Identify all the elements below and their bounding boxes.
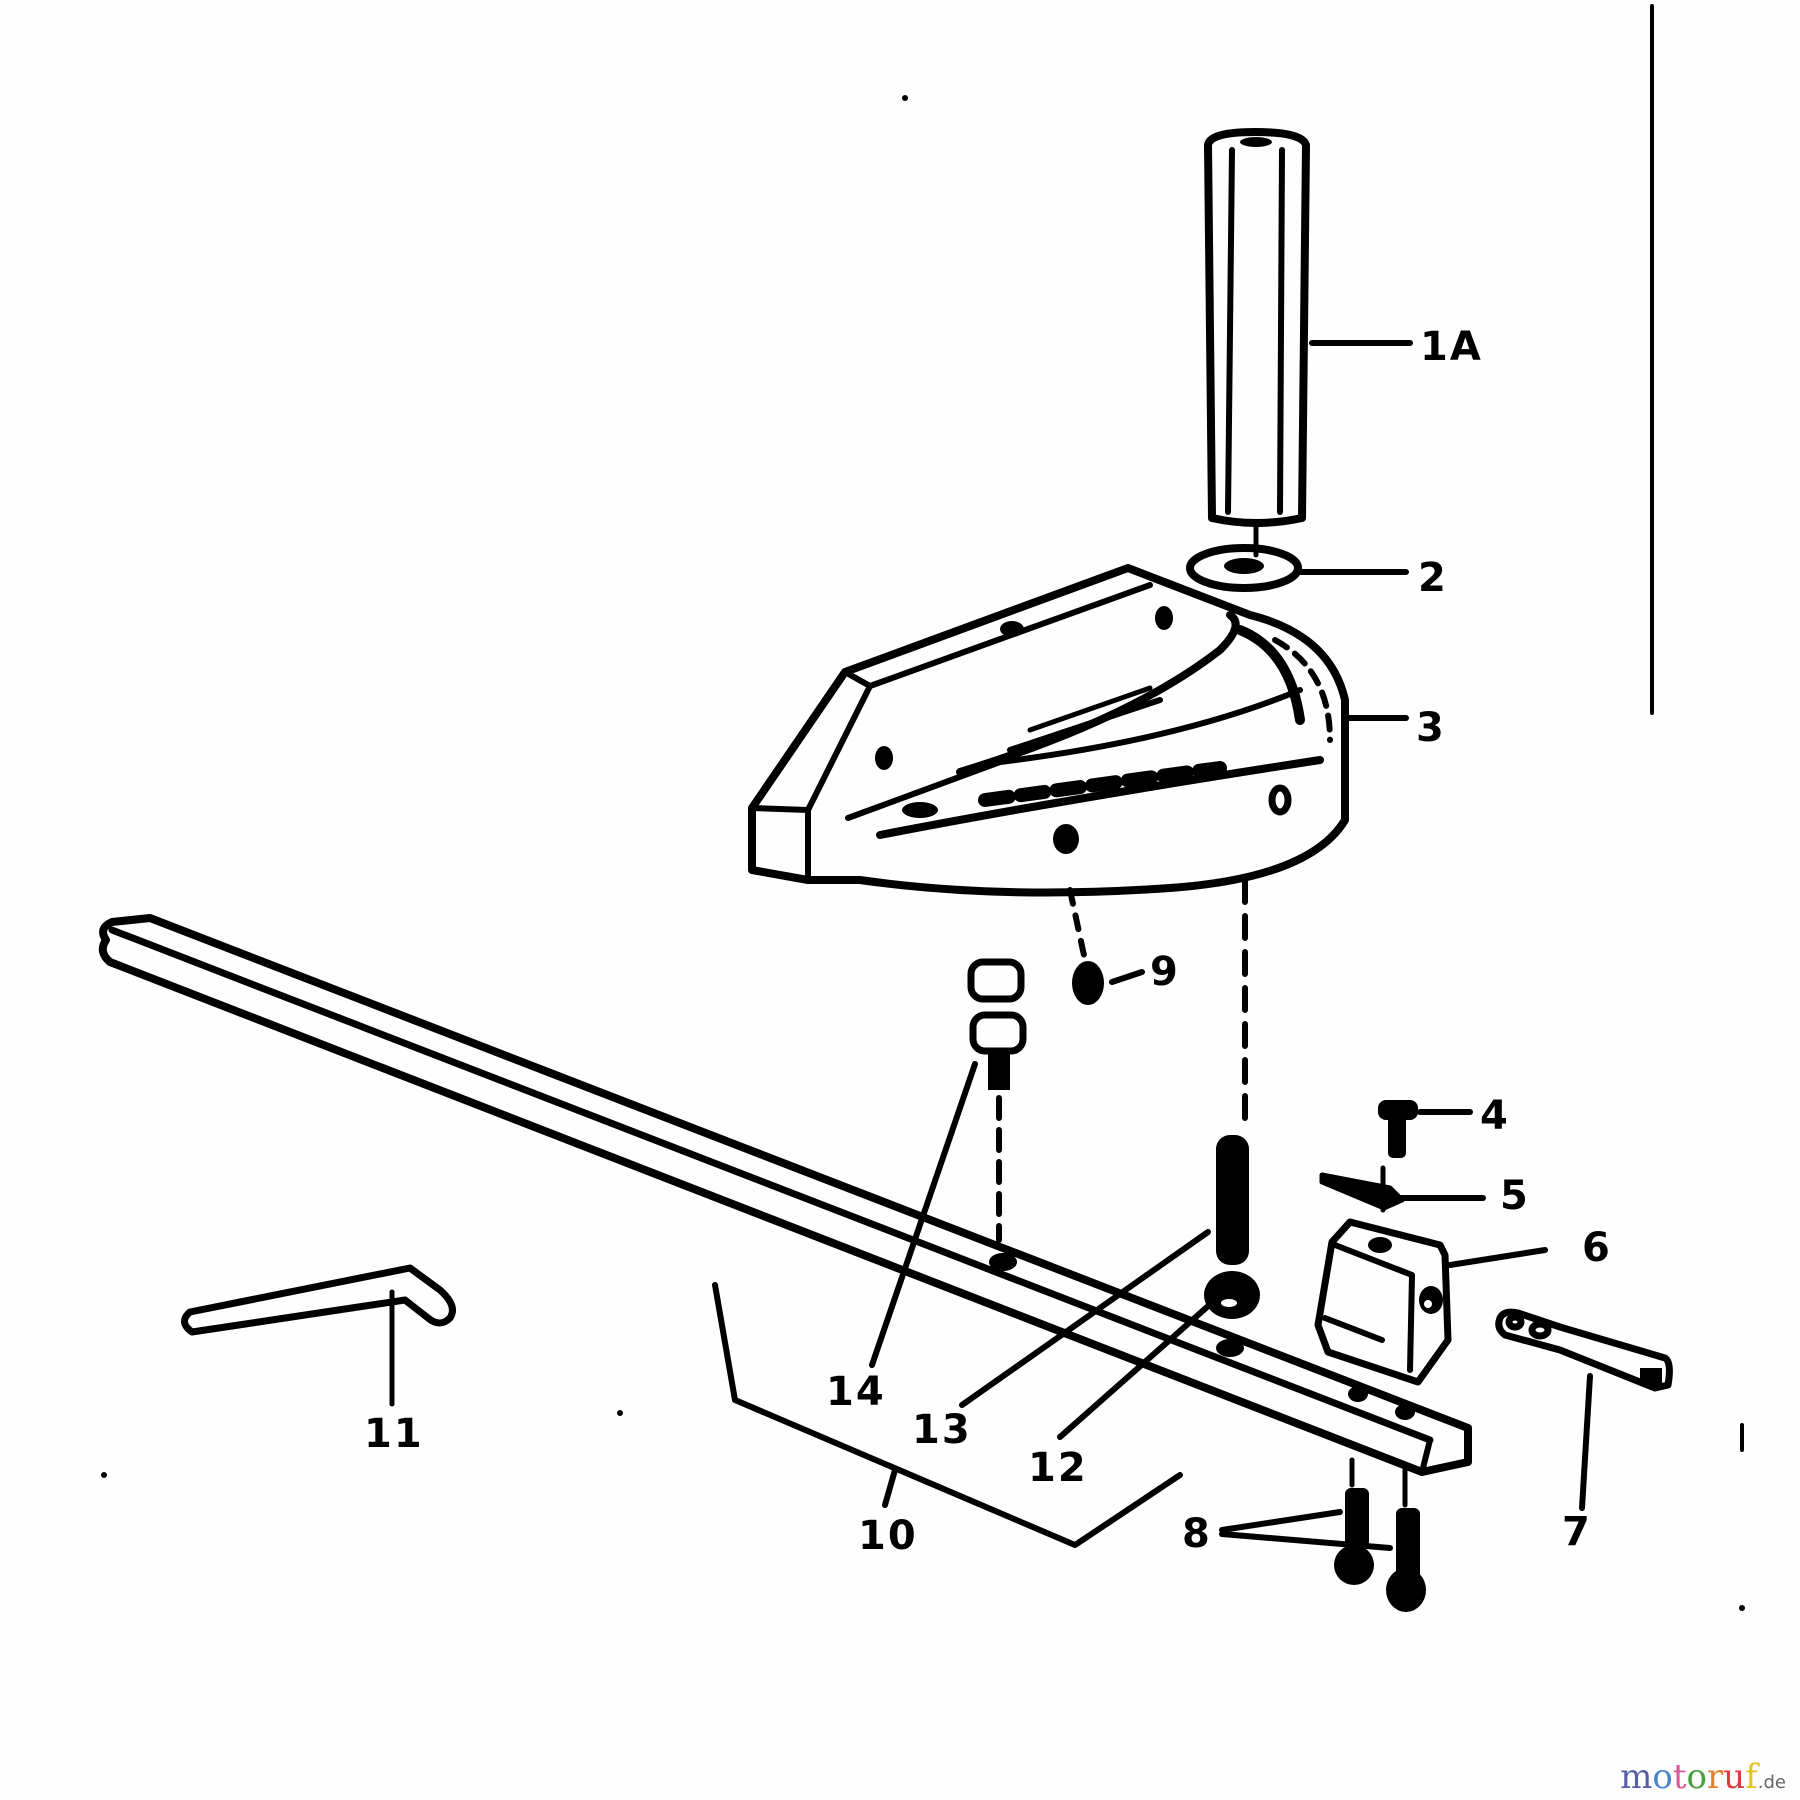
callout-5: 5 <box>1500 1173 1530 1219</box>
callout-11: 11 <box>364 1411 424 1457</box>
leader-6 <box>1447 1247 1548 1268</box>
callout-14: 14 <box>826 1369 886 1415</box>
hex-key-icon <box>181 1264 456 1336</box>
miter-gauge-body-icon <box>748 564 1349 897</box>
watermark-letter: o <box>1652 1757 1673 1797</box>
watermark-letter: t <box>1672 1757 1687 1797</box>
watermark-letter: m <box>1620 1757 1653 1797</box>
stud-washer-icon <box>1204 1271 1260 1319</box>
threaded-stud-icon <box>1216 1135 1249 1265</box>
callout-1a: 1A <box>1420 324 1483 370</box>
pin-icon <box>1072 961 1104 1005</box>
leader-14 <box>869 1061 978 1368</box>
leader-8a <box>1219 1509 1343 1533</box>
washer-icon <box>1186 522 1302 592</box>
callout-3: 3 <box>1416 705 1446 751</box>
leader-8b <box>1219 1531 1393 1551</box>
callout-10: 10 <box>858 1513 918 1559</box>
bracket-10 <box>712 1282 1183 1548</box>
edge-mark <box>1739 1605 1745 1611</box>
callout-4: 4 <box>1480 1093 1510 1139</box>
miter-bar-icon <box>98 914 1472 1476</box>
watermark-letter: o <box>1686 1757 1707 1797</box>
callout-13: 13 <box>912 1407 972 1453</box>
callout-2: 2 <box>1418 555 1448 601</box>
callout-9: 9 <box>1150 949 1180 995</box>
knob-handle-icon <box>1204 128 1310 527</box>
screw-icon <box>1378 1100 1418 1158</box>
callout-7: 7 <box>1562 1509 1592 1555</box>
speck <box>902 95 908 101</box>
callout-6: 6 <box>1582 1225 1612 1271</box>
speck <box>101 1472 107 1478</box>
watermark: motoruf.de <box>1620 1760 1786 1794</box>
callout-12: 12 <box>1028 1445 1088 1491</box>
leader-7 <box>1579 1373 1593 1511</box>
watermark-tld: .de <box>1757 1772 1786 1793</box>
callout-8: 8 <box>1182 1511 1212 1557</box>
stop-block-icon <box>1314 1218 1452 1386</box>
watermark-letter: u <box>1723 1757 1746 1797</box>
stop-rod-icon <box>1495 1308 1673 1392</box>
leader-9 <box>1109 969 1145 985</box>
leader-13 <box>959 1229 1211 1408</box>
watermark-letter: r <box>1707 1757 1724 1797</box>
screw-with-washer-icon <box>967 958 1027 1090</box>
watermark-letter: f <box>1745 1757 1758 1797</box>
pointer-icon <box>1319 1165 1405 1213</box>
speck <box>617 1410 623 1416</box>
dash-9 <box>1067 887 1088 963</box>
screws-icon <box>1334 1457 1426 1612</box>
leader-10 <box>882 1467 898 1508</box>
leader-12 <box>1057 1297 1218 1440</box>
